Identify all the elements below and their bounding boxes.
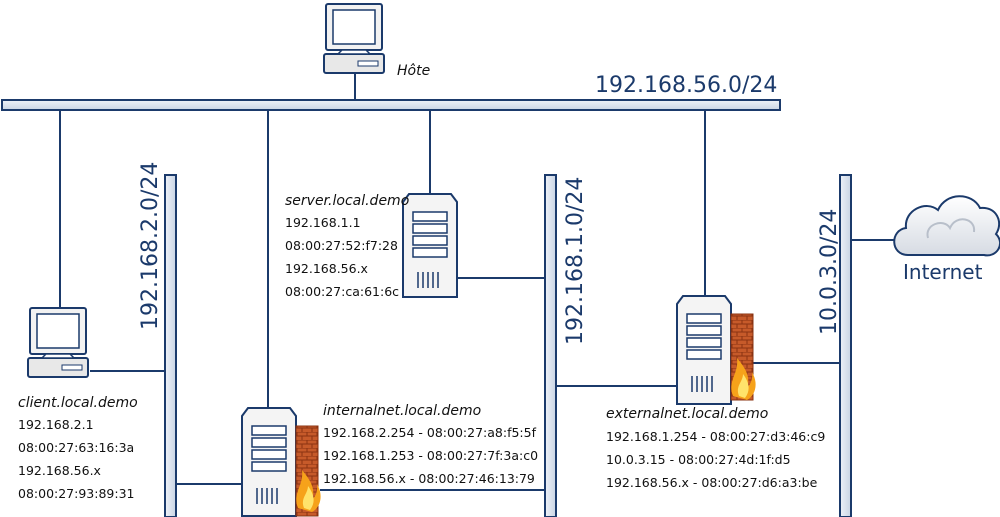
externalnet-iface-3: 192.168.56.x - 08:00:27:d6:a3:be [606,475,818,490]
network-label-hostonly: 192.168.56.0/24 [595,73,777,98]
internalnet-hostname: internalnet.local.demo [323,403,481,419]
externalnet-hostname: externalnet.local.demo [606,406,768,422]
internalnet-firewall-icon [241,407,321,517]
network-label-net1: 192.168.1.0/24 [563,177,588,345]
network-label-net2: 192.168.2.0/24 [138,162,163,330]
bus-hostonly [1,99,781,111]
client-mac-2: 08:00:27:93:89:31 [18,486,135,501]
client-workstation-icon [27,307,89,378]
host-label: Hôte [397,63,430,79]
internet-cloud-icon [893,195,1000,257]
server-mac-1: 08:00:27:52:f7:28 [285,238,398,253]
connection-lines [59,62,900,491]
client-ip-2: 192.168.56.x [18,463,101,478]
host-workstation-icon [323,3,385,74]
internalnet-iface-3: 192.168.56.x - 08:00:27:46:13:79 [323,471,535,486]
externalnet-info: externalnet.local.demo 192.168.1.254 - 0… [606,406,825,490]
server-ip-1: 192.168.1.1 [285,215,361,230]
externalnet-iface-1: 192.168.1.254 - 08:00:27:d3:46:c9 [606,429,825,444]
internalnet-iface-1: 192.168.2.254 - 08:00:27:a8:f5:5f [323,425,537,440]
client-mac-1: 08:00:27:63:16:3a [18,440,134,455]
bus-net1 [544,174,557,517]
client-hostname: client.local.demo [18,395,138,411]
server-hostname: server.local.demo [285,193,409,209]
server-ip-2: 192.168.56.x [285,261,368,276]
externalnet-iface-2: 10.0.3.15 - 08:00:27:4d:1f:d5 [606,452,791,467]
server-tower-icon [402,193,458,298]
client-ip-1: 192.168.2.1 [18,417,94,432]
externalnet-firewall-icon [676,295,756,405]
internalnet-info: internalnet.local.demo 192.168.2.254 - 0… [323,403,538,486]
bus-net2 [164,174,177,517]
bus-net3 [839,174,852,517]
network-label-net3: 10.0.3.0/24 [817,209,842,335]
server-mac-2: 08:00:27:ca:61:6c [285,284,399,299]
server-info: server.local.demo 192.168.1.1 08:00:27:5… [285,193,409,299]
client-info: client.local.demo 192.168.2.1 08:00:27:6… [18,395,138,501]
internet-label: Internet [903,260,983,284]
internalnet-iface-2: 192.168.1.253 - 08:00:27:7f:3a:c0 [323,448,538,463]
